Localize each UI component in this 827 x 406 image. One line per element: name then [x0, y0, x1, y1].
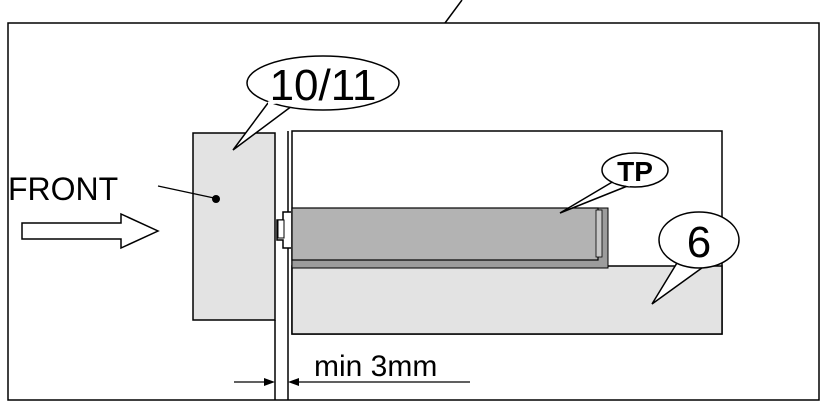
tp-unit [291, 207, 599, 261]
callout-6-bubble [658, 211, 740, 269]
tp-bracket-pin [277, 219, 285, 239]
drawer-bottom-panel [291, 265, 723, 335]
callout-tp-pointer [559, 180, 631, 214]
front-leader-dot [212, 195, 220, 203]
front-arrow-icon [21, 212, 160, 250]
front-leader [157, 185, 215, 199]
dimension-arrow-right [288, 378, 299, 386]
callout-10-11-pointer [232, 99, 301, 151]
dimension-label: min 3mm [314, 350, 437, 383]
dimension-arrow-left [264, 378, 275, 386]
callout-tp-bubble [601, 152, 669, 188]
callout-10-11-label: 10/11 [270, 61, 377, 110]
front-panel [192, 132, 276, 321]
tp-unit-end [595, 209, 603, 258]
callout-6-pointer [651, 257, 707, 305]
front-label: FRONT [8, 171, 118, 207]
leader-line-top [444, 0, 463, 24]
callout-tp-label: TP [617, 156, 653, 187]
outer-frame [7, 22, 820, 401]
callout-10-11-bubble [246, 55, 400, 111]
callout-6-label: 6 [687, 218, 711, 267]
